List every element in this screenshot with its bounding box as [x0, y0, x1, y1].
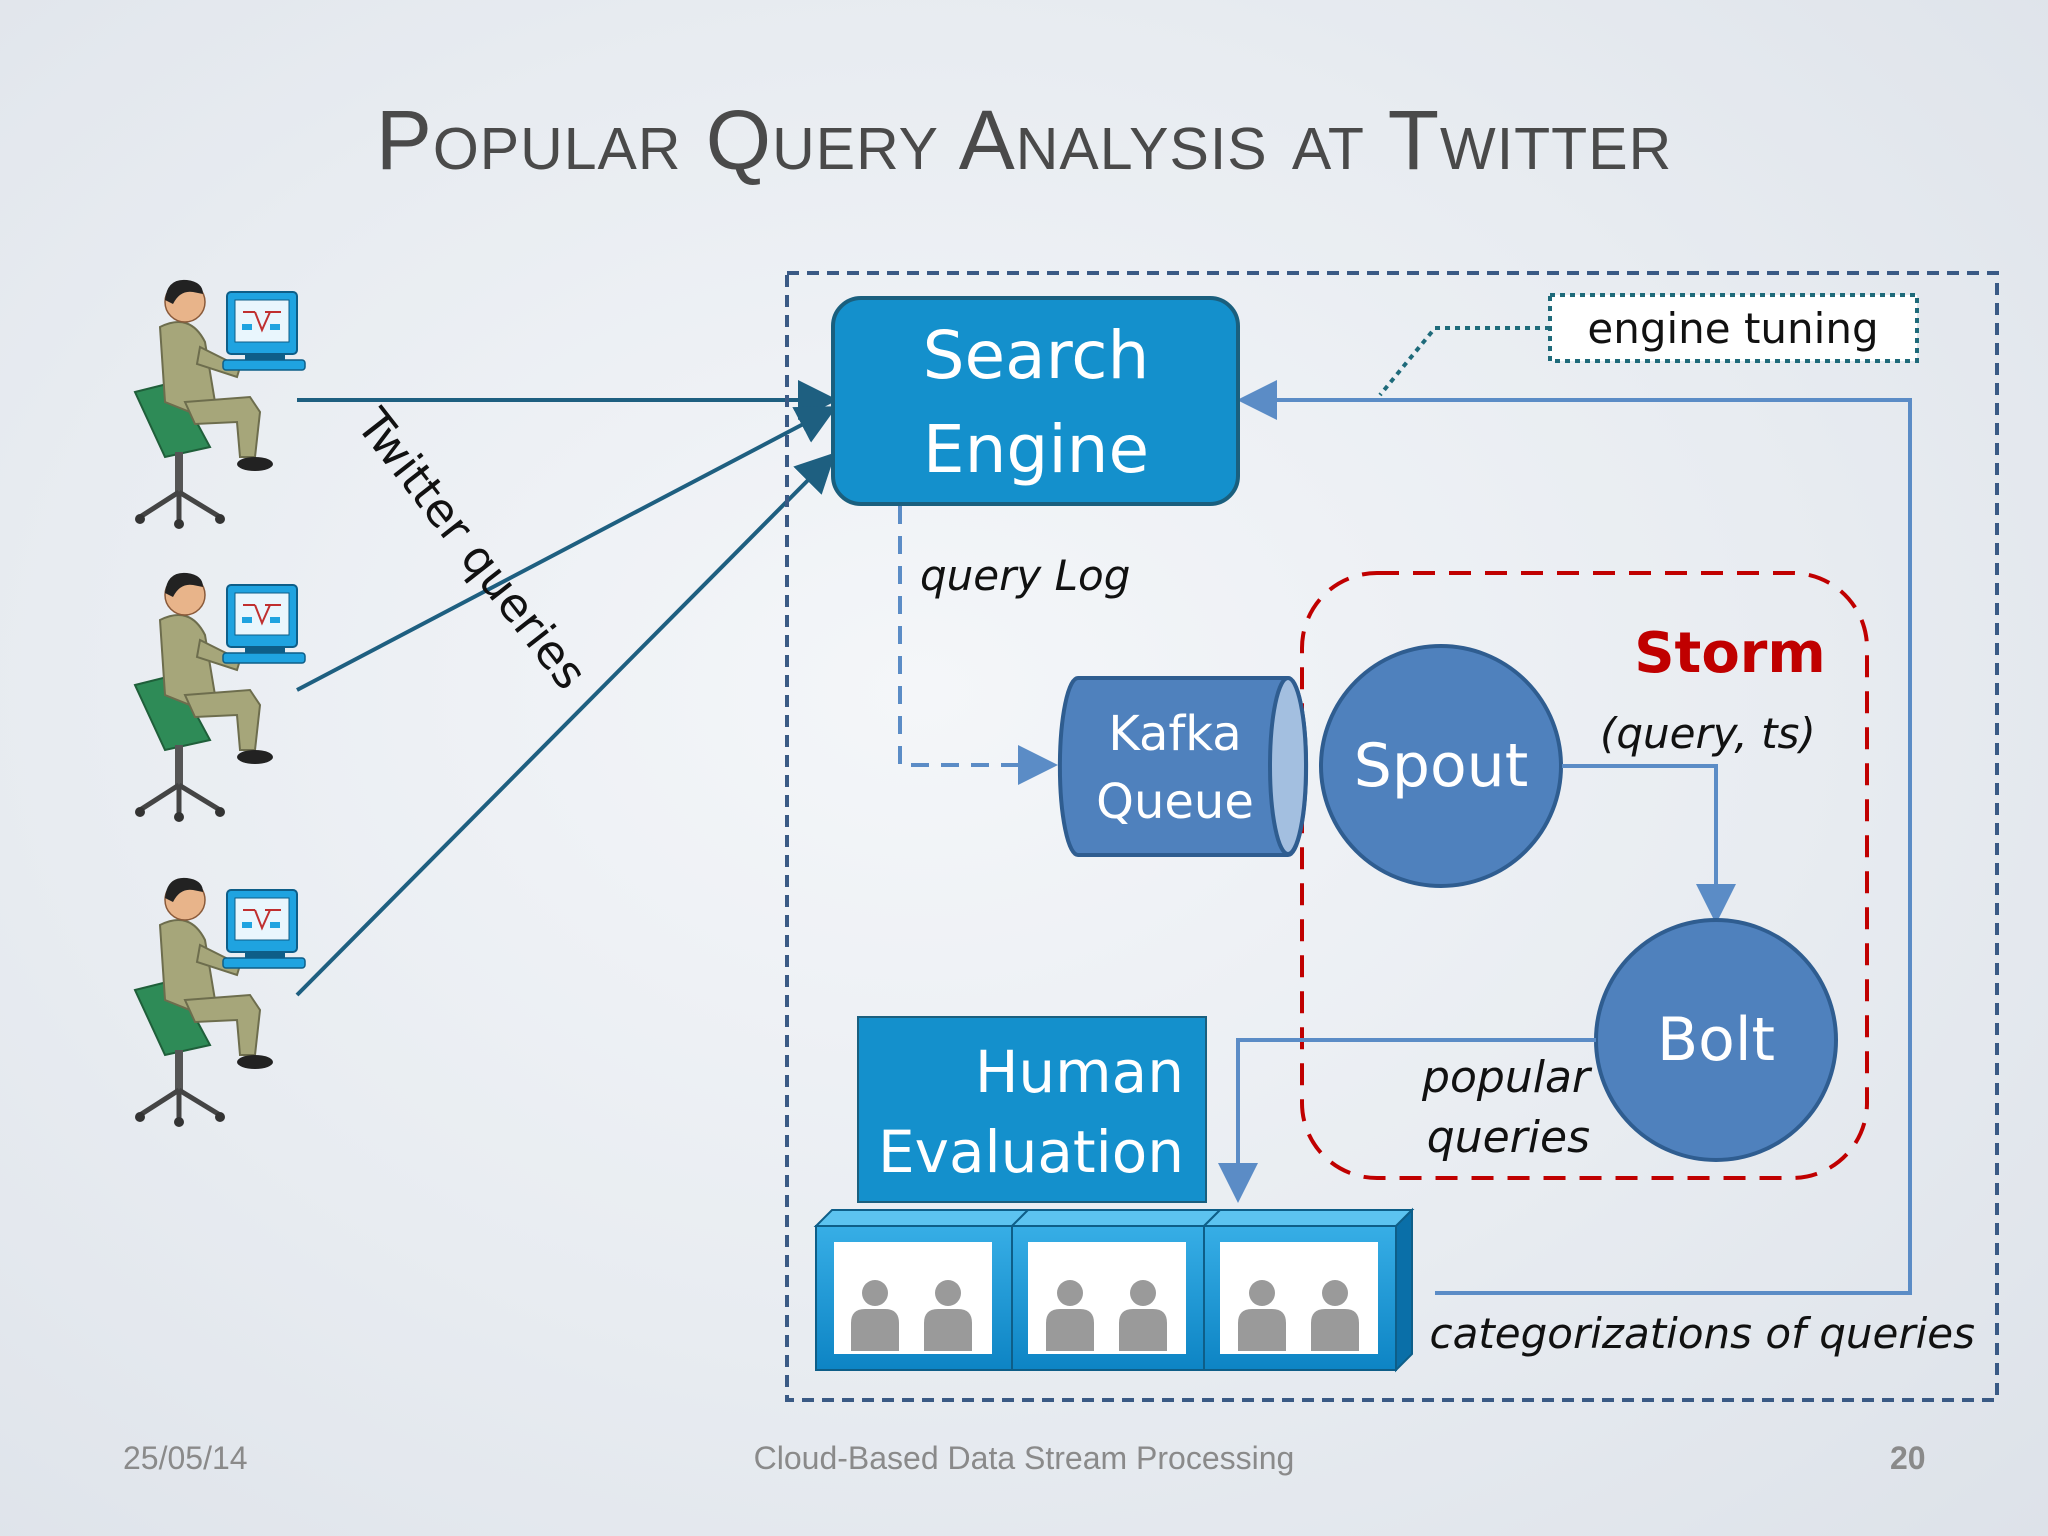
twitter-queries-label: Twitter queries: [346, 398, 598, 700]
feedback-arrow: [1237, 380, 1912, 1295]
system-boundary: [785, 271, 1999, 1402]
page-number: 20: [1890, 1440, 1926, 1476]
engine-tuning-label: engine tuning: [1587, 304, 1878, 353]
spout-to-bolt-arrow: [1562, 764, 1736, 924]
query-log-arrow: [898, 506, 1058, 785]
spout-node: [1319, 644, 1563, 888]
bolt-to-evaluation-arrow: [1218, 1038, 1596, 1203]
footer-date: 25/05/14: [123, 1440, 248, 1476]
bolt-label: Bolt: [1657, 1005, 1775, 1075]
user-at-computer-icon: [135, 878, 305, 1127]
human-evaluation-box: [857, 1016, 1207, 1203]
popular-queries-label-line1: popular: [1421, 1052, 1593, 1103]
query-ts-label: (query, ts): [1600, 709, 1816, 758]
search-engine-label-line1: Search: [923, 317, 1150, 394]
categorizations-label: categorizations of queries: [1429, 1309, 1975, 1358]
query-arrow: [296, 406, 838, 692]
query-log-label: query Log: [920, 551, 1130, 600]
query-arrow: [295, 452, 836, 997]
human-evaluation-label-line2: Evaluation: [878, 1118, 1184, 1186]
engine-tuning-leader: [1378, 326, 1550, 397]
kafka-queue-label-line2: Queue: [1096, 774, 1254, 830]
slide-title: Popular Query Analysis at Twitter: [375, 93, 1673, 187]
kafka-queue-label-line1: Kafka: [1108, 706, 1241, 762]
user-at-computer-icon: [135, 573, 305, 822]
spout-label: Spout: [1354, 731, 1528, 801]
evaluators-panel: [813, 1207, 1415, 1373]
human-evaluation-label-line1: Human: [975, 1038, 1184, 1106]
search-engine-label-line2: Engine: [923, 411, 1149, 488]
footer-title: Cloud-Based Data Stream Processing: [753, 1440, 1295, 1476]
storm-region: [1300, 571, 1869, 1180]
storm-label: Storm: [1634, 621, 1826, 686]
popular-queries-label-line2: queries: [1427, 1112, 1590, 1163]
user-at-computer-icon: [135, 280, 305, 529]
kafka-queue-cap: [1268, 676, 1308, 856]
engine-tuning-box: [1548, 293, 1919, 363]
search-engine-box: [831, 296, 1240, 506]
